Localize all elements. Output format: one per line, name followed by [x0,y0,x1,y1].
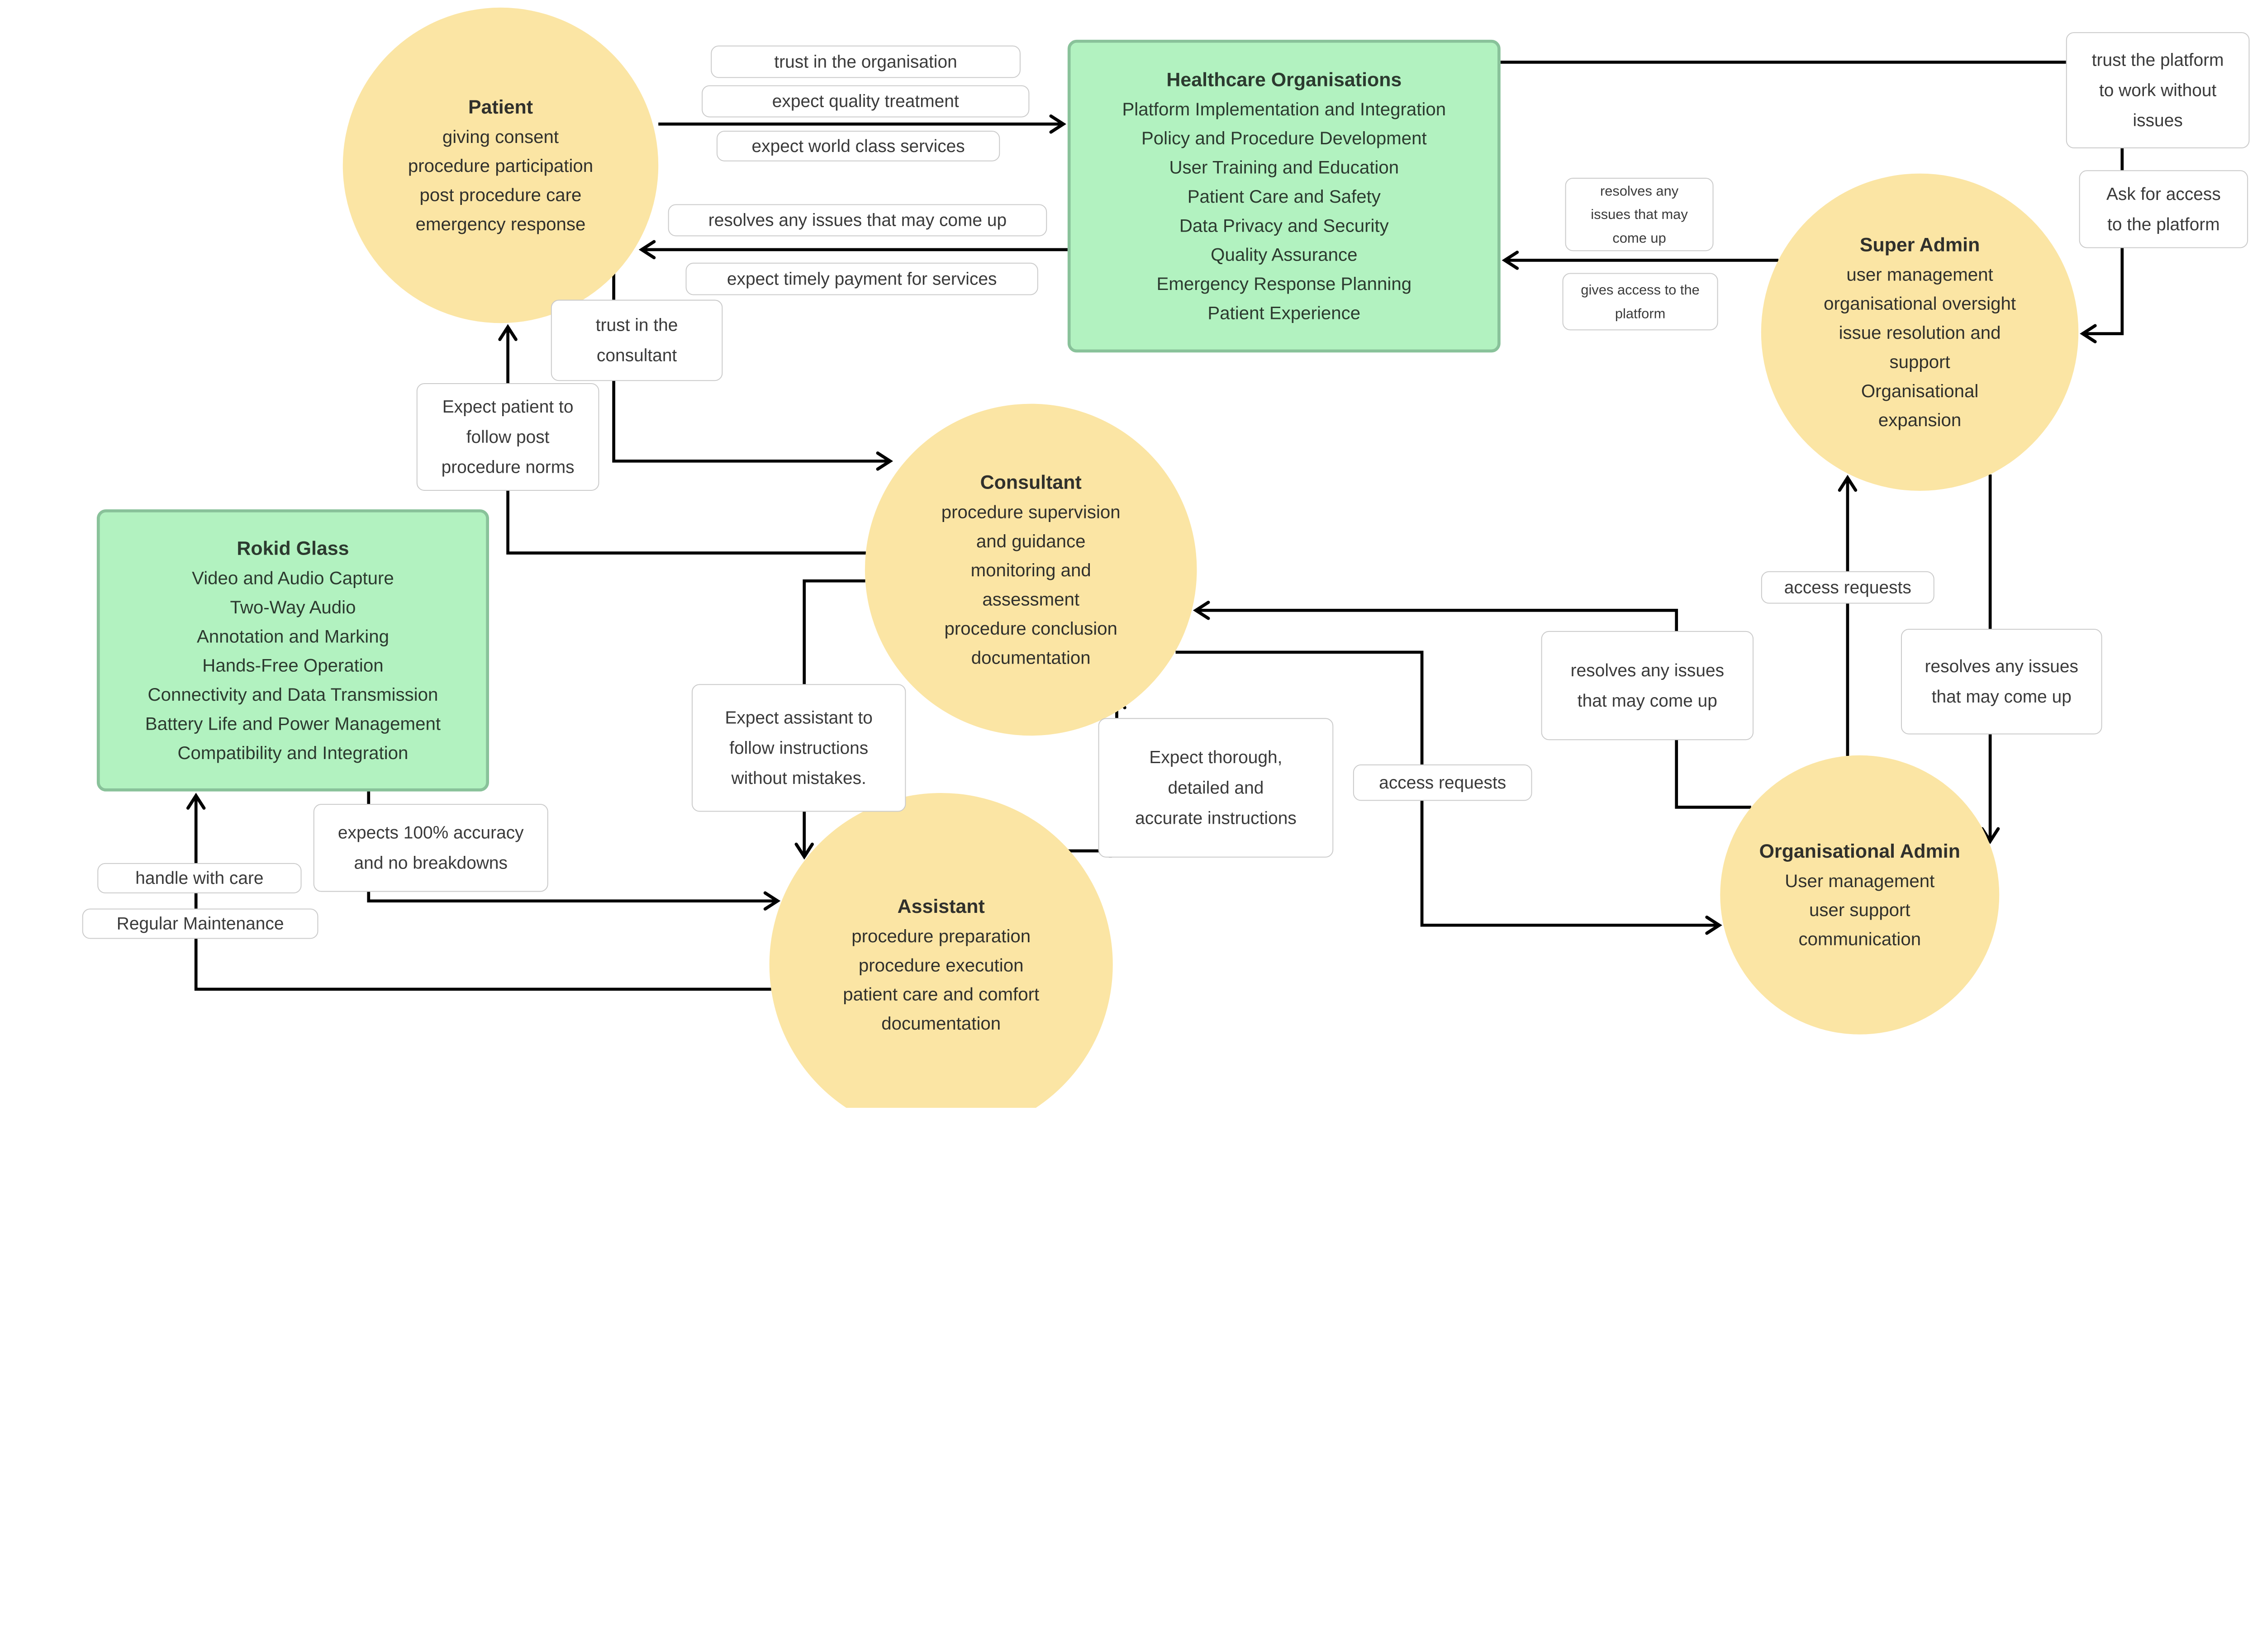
label-expect-timely-payment: expect timely payment for services [685,262,1038,295]
node-super-admin-title: Super Admin [1859,233,1980,256]
label-regular-maintenance: Regular Maintenance [82,908,318,939]
node-healthcare-title: Healthcare Organisations [1166,68,1402,90]
node-healthcare-organisations: Healthcare Organisations Platform Implem… [1067,39,1501,353]
label-expect-quality-treatment: expect quality treatment [702,85,1030,118]
arrow-ask-access-to-superadmin [2080,248,2124,343]
label-resolves-issues-ho-patient: resolves any issues that may come up [668,204,1047,237]
node-org-admin-title: Organisational Admin [1759,840,1960,862]
label-handle-with-care: handle with care [97,863,302,893]
arrow-assistant-to-rokid [186,793,771,991]
node-consultant-title: Consultant [980,471,1082,493]
label-trust-in-the-organisation: trust in the organisation [711,45,1021,78]
node-patient-title: Patient [468,96,533,118]
node-assistant-title: Assistant [897,895,985,917]
label-access-requests-oa-sa: access requests [1761,571,1934,604]
label-access-requests-consultant-oa: access requests [1353,764,1532,801]
label-expect-world-class-services: expect world class services [716,131,1000,161]
node-rokid-title: Rokid Glass [237,537,349,560]
